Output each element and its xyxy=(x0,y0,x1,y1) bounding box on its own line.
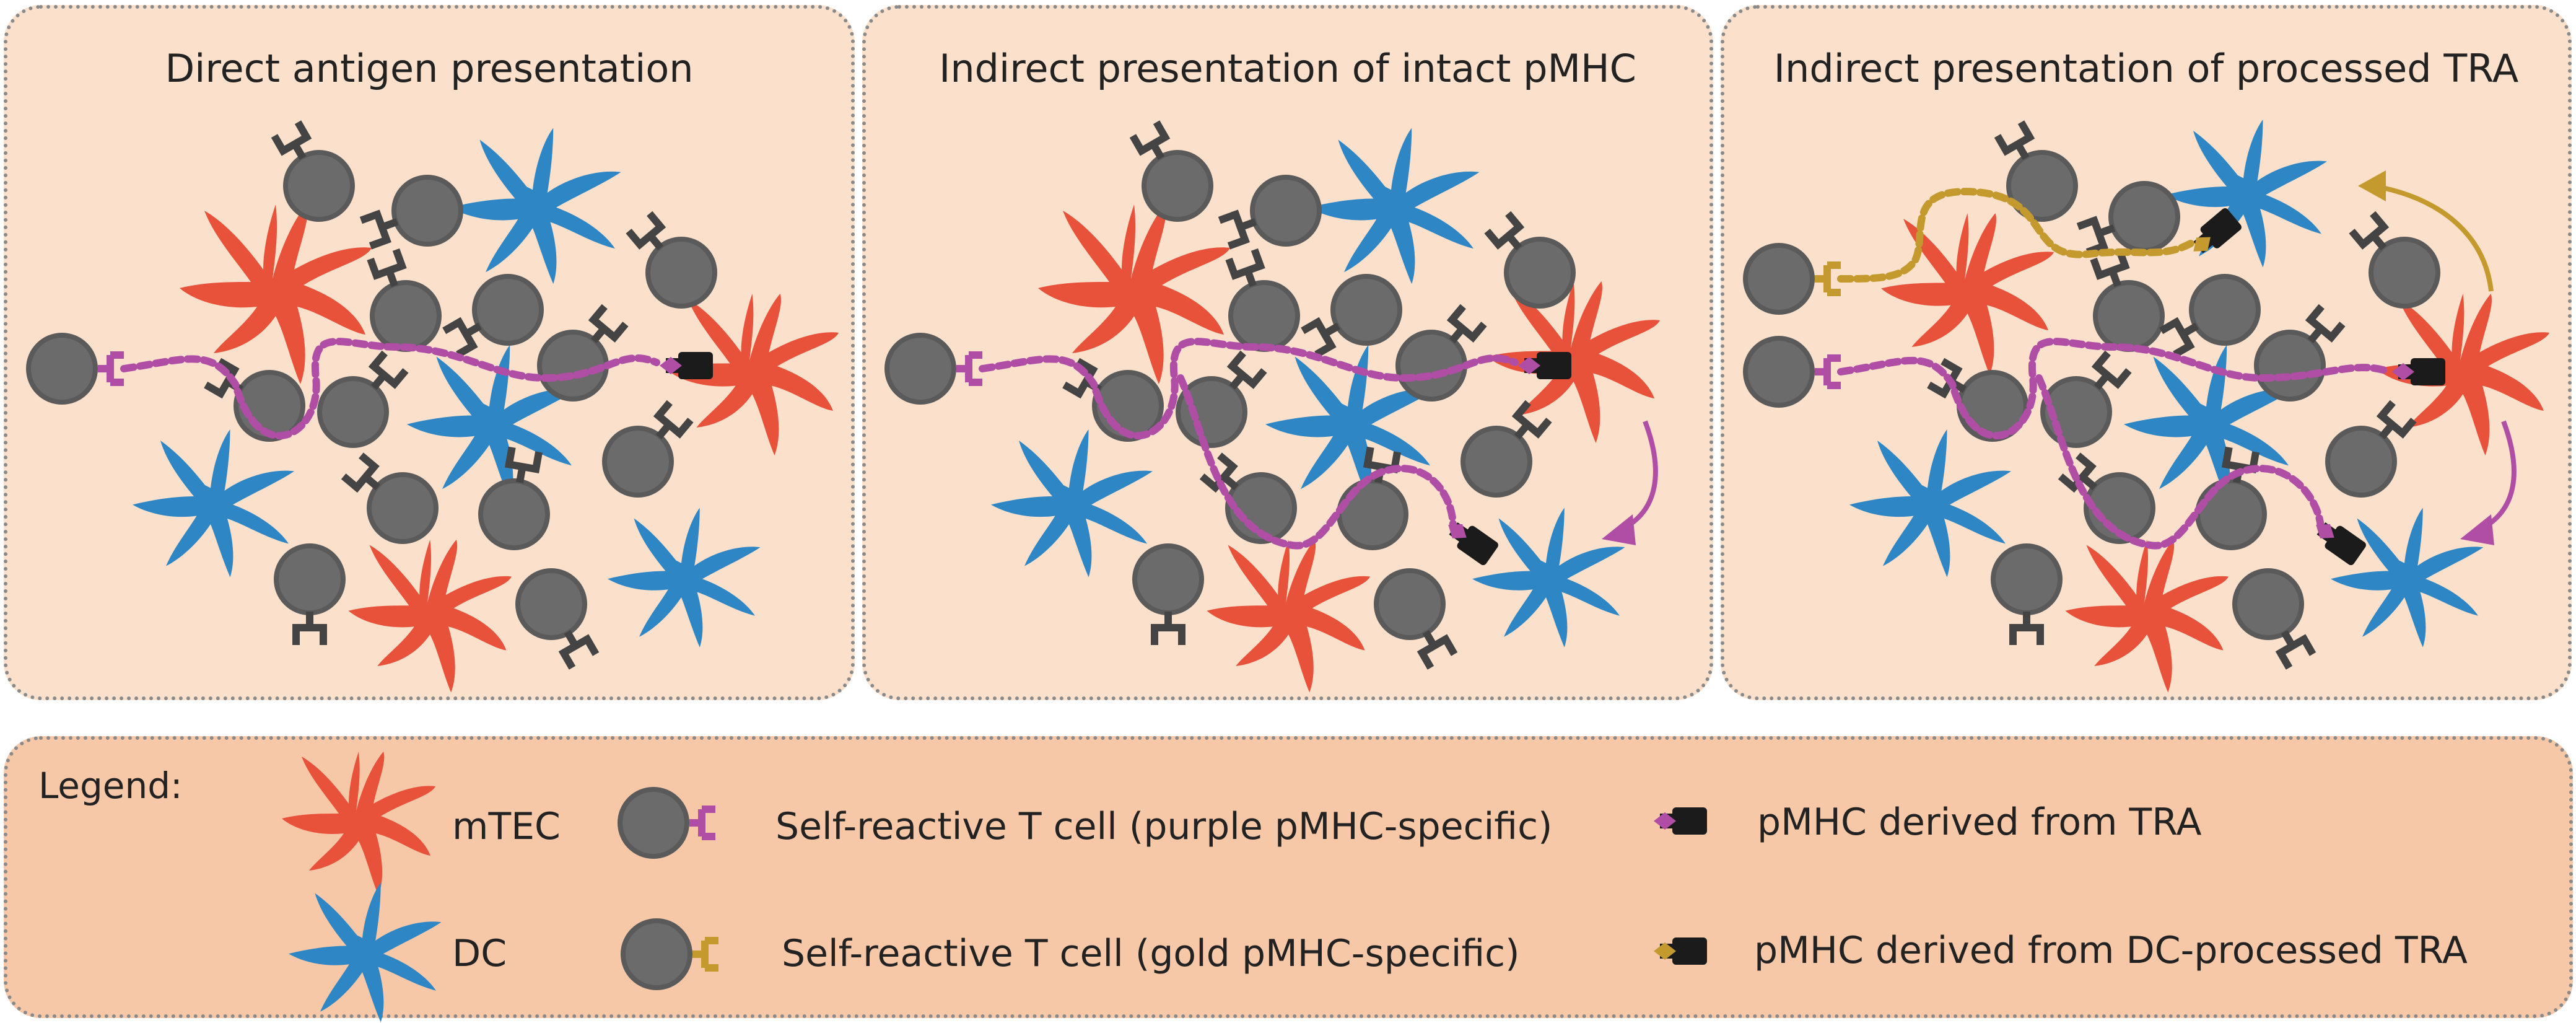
mtec-cell xyxy=(180,204,372,384)
dc-cell xyxy=(2331,507,2484,648)
dc-cell xyxy=(1309,128,1480,284)
dc-cell xyxy=(991,429,1153,577)
panel-title: Direct antigen presentation xyxy=(165,46,694,91)
mtec-cell xyxy=(1881,213,2054,375)
dc-cell xyxy=(1849,429,2011,577)
diagram-scene xyxy=(26,120,2549,693)
mtec-cell xyxy=(1038,204,1230,384)
panel-title: Indirect presentation of intact pMHC xyxy=(939,46,1636,91)
panel-3-cells xyxy=(1743,120,2549,693)
panel-title: Indirect presentation of processed TRA xyxy=(1773,46,2519,91)
legend-pmhc-dc-label: pMHC derived from DC-processed TRA xyxy=(1754,929,2468,972)
legend-tcell-purple-label: Self-reactive T cell (purple pMHC-specif… xyxy=(775,805,1553,848)
legend-tcell-gold-label: Self-reactive T cell (gold pMHC-specific… xyxy=(782,932,1520,975)
legend-pmhc-tra-label: pMHC derived from TRA xyxy=(1757,801,2202,844)
legend-mtec-label: mTEC xyxy=(452,805,561,848)
mtec-cell xyxy=(348,540,512,693)
mtec-cell xyxy=(2065,540,2229,693)
dc-cell xyxy=(450,128,621,284)
dc-cell xyxy=(1472,507,1625,648)
dc-cell xyxy=(133,429,294,577)
dc-cell xyxy=(608,507,761,648)
legend-dc-label: DC xyxy=(452,932,507,975)
legend: Legend: mTEC DC Self-reactive T cell (pu… xyxy=(4,736,2573,1018)
panel-1-cells xyxy=(26,125,839,693)
legend-title: Legend: xyxy=(38,765,183,807)
mtec-cell xyxy=(1207,540,1370,693)
panel-2-cells xyxy=(884,125,1660,693)
